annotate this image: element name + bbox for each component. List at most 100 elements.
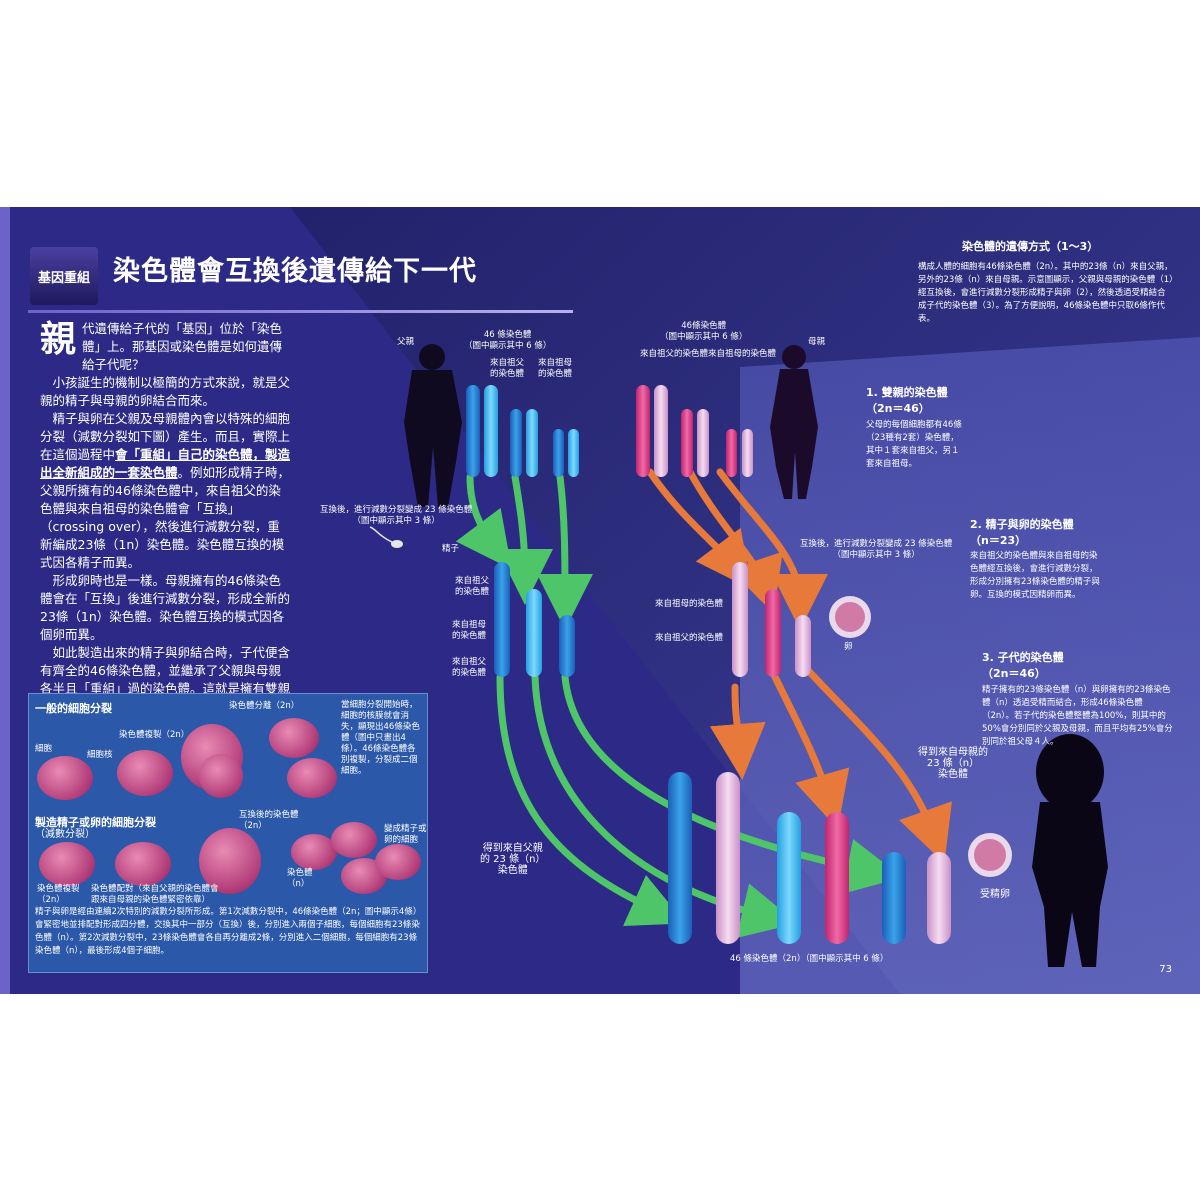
label-from-grandmother: 來自祖母 的染色體 [538,358,573,379]
label-child-46: 46 條染色體（2n）（圖中顯示其中 6 條） [730,954,889,964]
label-egg-gf: 來自祖父的染色體 [655,633,724,643]
label-dup: 染色體複製（2n） [119,730,190,740]
cell-image-1 [37,756,93,800]
article-body: 親代遺傳給子代的「基因」位於「染色體」上。那基因或染色體是如何遺傳給子代呢？ 小… [40,320,292,716]
chromosome-child-3 [777,812,801,944]
paragraph-3: 精子與卵在父親及母親體內會以特殊的細胞分裂（減數分裂如下圖）產生。而且，實際上在… [40,410,292,572]
section-tag: 基因重組 [30,247,98,305]
label-dup2: 染色體複製 （2n） [37,884,80,905]
label-mother: 母親 [808,337,826,347]
label-sperm-gf2: 來自祖父 的染色體 [452,657,487,678]
chromosome-child-1 [668,772,692,944]
chromosome-egg-3 [795,615,811,677]
chromosome-father-4 [526,409,538,477]
label-mother-from-gm: 來自祖母的染色體 [708,349,777,359]
label-sep: 染色體分離（2n） [229,701,300,711]
label-mother-from-gf: 來自祖父的染色體 [640,349,709,359]
side-intro: 構成人體的細胞有46條染色體（2n）。其中的23條（n）來自父親，另外的23條（… [918,262,1174,324]
page-number: 73 [1159,964,1172,975]
cell-image-8 [115,842,171,886]
sperm-icon [369,526,403,548]
label-become: 變成精子或 卵的細胞 [384,824,427,845]
paragraph-1: 親代遺傳給子代的「基因」位於「染色體」上。那基因或染色體是如何遺傳給子代呢？ [40,320,292,374]
chromosome-sperm-1 [494,562,510,677]
cell-image-7 [39,842,95,886]
label-chr: 染色體 （n） [287,868,313,889]
chromosome-father-2 [484,385,498,477]
label-fertilized-egg: 受精卵 [980,889,1010,900]
chromosome-mother-6 [742,429,753,477]
cell-image-11 [331,822,377,858]
label-mother-after: 互換後，進行減數分裂變成 23 條染色體 （圖中顯示其中 3 條） [800,539,953,560]
chromosome-father-5 [553,429,564,477]
cell-image-2 [117,750,173,796]
chromosome-mother-2 [654,385,668,477]
section-2-heading: 2. 精子與卵的染色體 （n＝23） [970,518,1074,547]
chromosome-mother-1 [636,385,650,477]
paragraph-3-emphasis: 會「重組」自己的染色體，製造出全新組成的一套染色體 [40,447,291,480]
cell-image-4 [199,754,243,798]
label-father-46: 46 條染色體 （圖中顯示其中 6 條） [464,330,552,351]
label-swap: 互換後的染色體 （2n） [239,810,299,831]
child-silhouette [1032,734,1108,967]
label-nucleus: 細胞核 [87,750,113,760]
label-mother-46: 46條染色體 （圖中顯示其中 6 條） [660,321,748,342]
orange-arrows [646,468,952,864]
fertilized-egg-icon [968,833,1012,877]
inset-heading-mitosis: 一般的細胞分裂 [35,702,112,715]
inset-caption: 精子與卵是經由連續2次特別的減數分裂所形成。第1次減數分裂中，46條染色體（2n… [35,907,420,956]
page-title: 染色體會互換後遺傳給下一代 [113,256,477,287]
father-silhouette [404,344,462,507]
section-3-text: 精子擁有的23條染色體（n）與卵擁有的23條染色體（n）透過受精而結合，形成46… [982,685,1173,747]
label-father: 父親 [397,337,415,347]
cell-division-inset: 一般的細胞分裂 染色體複製（2n） 染色體分離（2n） 細胞 細胞核 當細胞分裂… [28,693,428,973]
section-1-heading: 1. 雙親的染色體 （2n＝46） [866,386,948,415]
dropcap: 親 [40,319,77,360]
label-cell: 細胞 [35,744,53,754]
left-margin-strip [0,207,10,994]
chromosome-child-6 [927,852,951,944]
section-3-heading: 3. 子代的染色體 （2n＝46） [982,651,1064,680]
label-sperm-gf1: 來自祖父 的染色體 [455,576,490,597]
label-sperm: 精子 [442,544,460,554]
chromosome-father-3 [510,409,522,477]
label-egg-gm: 來自祖母的染色體 [655,599,724,609]
chromosome-mother-3 [681,409,693,477]
magazine-spread: 基因重組 染色體會互換後遺傳給下一代 親代遺傳給子代的「基因」位於「染色體」上。… [0,207,1200,994]
label-egg: 卵 [844,642,853,652]
inset-subheading: （減數分裂） [35,829,95,840]
section-2-text: 來自祖父的染色體與來自祖母的染 色體經互換後，會進行減數分裂， 形成分別擁有23… [970,551,1100,600]
chromosome-sperm-2 [526,589,542,677]
label-pair: 染色體配對（來自父親的染色體會 跟來自母親的染色體緊密依靠） [91,884,219,905]
cell-image-5 [269,718,319,758]
chromosome-child-2 [716,772,740,944]
label-from-mother: 得到來自母親的 23 條（n） 染色體 [918,747,988,780]
paragraph-2: 小孩誕生的機制以極簡的方式來說，就是父親的精子與母親的卵結合而來。 [40,375,291,408]
chromosome-mother-4 [697,409,709,477]
mitosis-note: 當細胞分裂開始時，細胞的核膜就會消失，顯現出46條染色體（圖中只畫出4條）。46… [341,700,420,776]
mother-silhouette [770,345,818,499]
cell-image-10 [291,834,337,870]
chromosome-father-1 [466,385,480,477]
label-sperm-gm: 來自祖母 的染色體 [452,620,487,641]
cell-image-9 [199,828,261,894]
green-arrows [455,473,903,938]
inset-heading-meiosis: 製造精子或卵的細胞分裂 [35,816,156,829]
chromosome-egg-1 [732,562,748,677]
cell-image-13 [375,844,421,880]
label-from-grandfather: 來自祖父 的染色體 [490,358,525,379]
label-father-after: 互換後，進行減數分裂變成 23 條染色體 （圖中顯示其中 3 條） [320,505,473,526]
chromosome-child-4 [825,812,849,944]
cell-image-6 [287,758,337,798]
chromosome-sperm-3 [559,615,575,677]
section-1-text: 父母的每個細胞都有46條 （23種有2套）染色體， 其中１套來自祖父，另１ 套來… [866,420,962,469]
chromosome-father-6 [568,429,579,477]
label-from-father: 得到來自父親 的 23 條（n） 染色體 [480,843,546,876]
chromosome-egg-2 [765,589,781,677]
side-heading: 染色體的遺傳方式（1～3） [962,240,1099,253]
paragraph-4: 形成卵時也是一樣。母親擁有的46條染色體會在「互換」後進行減數分裂，形成全新的2… [40,573,291,642]
chromosome-mother-5 [726,429,737,477]
chromosome-child-5 [882,852,906,944]
egg-icon [829,596,871,638]
paragraph-3a: 精子與卵在父親及母親體內會以特殊的細胞分裂（減數分裂如下圖）產生。而且，實際上在… [40,411,291,462]
